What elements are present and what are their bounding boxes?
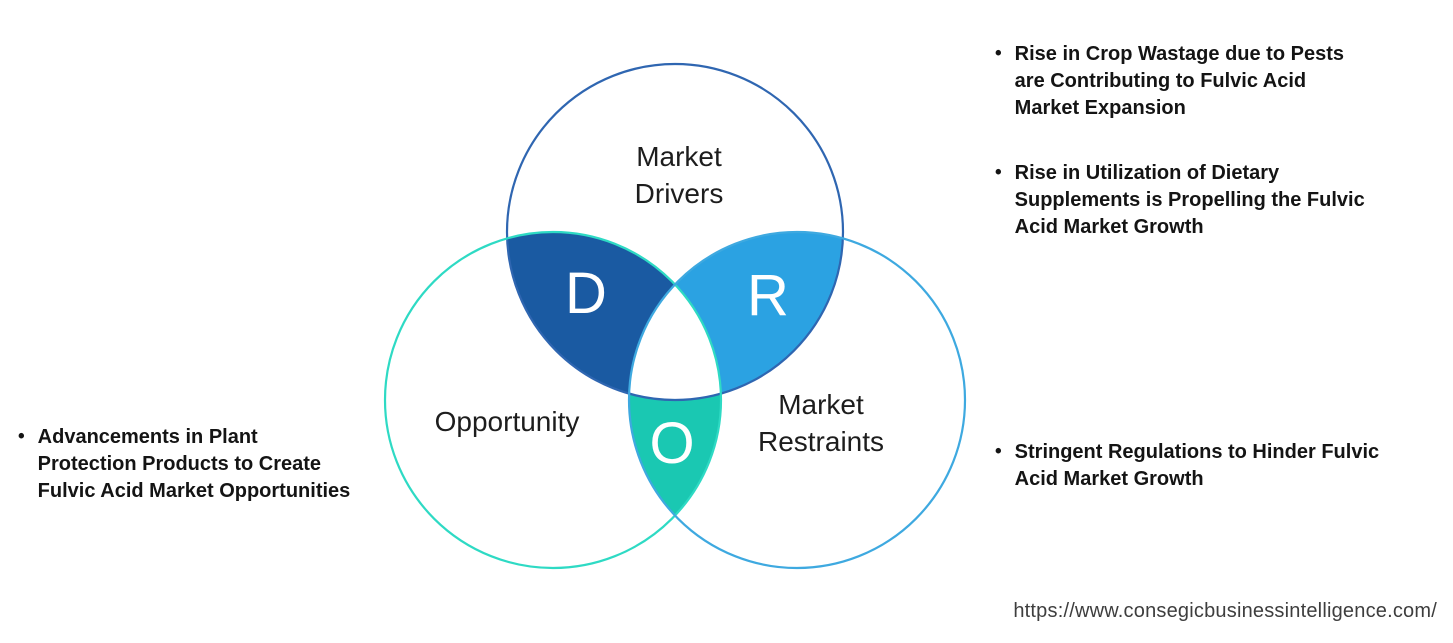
restraints-region-letter: R [747,263,789,328]
bullet-item: • Stringent Regulations to Hinder Fulvic… [995,439,1425,493]
bullet-text: Advancements in Plant Protection Product… [37,426,351,502]
restraints-circle-outline [627,230,967,570]
bullet-dot-icon: • [995,441,1002,462]
drivers-region-letter: D [565,261,607,326]
opportunity-circle-outline [383,230,723,570]
drivers-circle-label: Market Drivers [634,141,724,209]
bullet-item: • Advancements in Plant Protection Produ… [18,424,358,505]
bullet-dot-icon: • [18,426,25,447]
bullet-text: Rise in Crop Wastage due to Pests are Co… [1014,43,1344,119]
restraints-circle-label: Market Restraints [757,389,885,457]
source-url: https://www.consegicbusinessintelligence… [1013,600,1437,622]
opportunity-circle-label: Opportunity [434,406,580,437]
center-overlap-region [629,284,721,400]
opportunity-region-letter: O [649,411,695,476]
bullet-text: Stringent Regulations to Hinder Fulvic A… [1014,441,1380,490]
bullet-text: Rise in Utilization of Dietary Supplemen… [1014,162,1365,238]
bullet-dot-icon: • [995,43,1002,64]
bullet-dot-icon: • [995,162,1002,183]
drivers-circle-outline [505,62,845,402]
bullet-item: • Rise in Crop Wastage due to Pests are … [995,41,1375,122]
bullet-item: • Rise in Utilization of Dietary Supplem… [995,160,1405,241]
